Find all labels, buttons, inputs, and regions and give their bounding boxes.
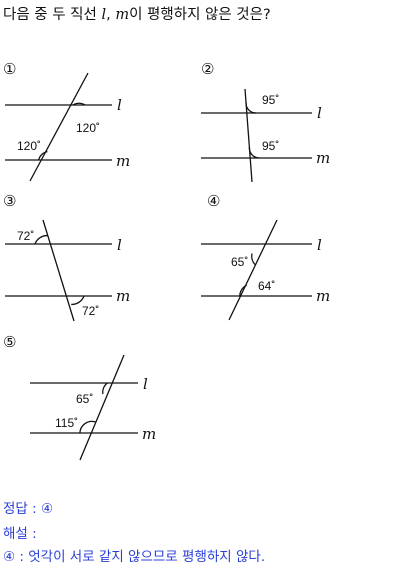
line-label-l: l <box>117 236 122 254</box>
line-label-m: m <box>116 152 130 170</box>
transversal <box>42 219 75 322</box>
transversal <box>29 72 89 182</box>
line-label-m: m <box>316 149 330 167</box>
question-separator: , <box>106 7 116 23</box>
option-5-number[interactable]: ⑤ <box>3 333 17 351</box>
angle-arc <box>38 150 48 161</box>
option-4-number[interactable]: ④ <box>207 192 221 210</box>
angle-label: 120˚ <box>17 139 41 153</box>
angle-label: 95˚ <box>262 139 279 153</box>
figure-option-4: 65˚ 64˚ l m <box>201 219 330 321</box>
angle-arc <box>245 102 257 114</box>
explanation-text: ④ : 엇각이 서로 같지 않으므로 평행하지 않다. <box>3 549 266 565</box>
question-suffix: 이 평행하지 않은 것은? <box>129 7 271 23</box>
line-label-l: l <box>143 375 148 393</box>
angle-label: 72˚ <box>17 229 34 243</box>
option-3-number[interactable]: ③ <box>3 192 17 210</box>
line-label-l: l <box>317 104 322 122</box>
angle-label: 65˚ <box>76 392 93 406</box>
angle-label: 72˚ <box>82 304 99 318</box>
line-label-l: l <box>317 236 322 254</box>
question-prefix: 다음 중 두 직선 <box>3 7 102 23</box>
angle-label: 120˚ <box>76 121 100 135</box>
line-label-m: m <box>142 425 156 443</box>
angle-label: 64˚ <box>258 279 275 293</box>
transversal <box>228 219 278 321</box>
figure-option-2: 95˚ 95˚ l m <box>201 88 330 183</box>
angle-arc <box>79 420 96 434</box>
variable-l: l <box>101 7 107 23</box>
angle-arc <box>34 234 48 245</box>
angle-arc <box>248 147 260 159</box>
angle-arc <box>102 382 108 395</box>
answer-line: 정답 : ④ <box>3 501 54 517</box>
line-label-m: m <box>116 287 130 305</box>
figure-option-3: 72˚ 72˚ l m <box>5 219 130 322</box>
explanation-heading: 해설 : <box>3 526 37 542</box>
angle-label: 95˚ <box>262 93 279 107</box>
line-label-l: l <box>117 96 122 114</box>
angle-arc <box>239 284 248 297</box>
angle-label: 65˚ <box>231 255 248 269</box>
option-1-number[interactable]: ① <box>3 60 17 78</box>
angle-arc <box>251 253 256 266</box>
option-2-number[interactable]: ② <box>201 60 215 78</box>
figure-option-5: 65˚ 115˚ l m <box>30 354 156 461</box>
transversal <box>79 354 125 461</box>
line-label-m: m <box>316 287 330 305</box>
variable-m: m <box>115 7 130 23</box>
question-text: 다음 중 두 직선 l, m이 평행하지 않은 것은? <box>3 3 271 24</box>
angle-arc <box>72 102 86 106</box>
figure-option-1: 120˚ 120˚ l m <box>5 72 130 182</box>
angle-label: 115˚ <box>55 416 78 430</box>
angle-arc <box>71 295 85 306</box>
